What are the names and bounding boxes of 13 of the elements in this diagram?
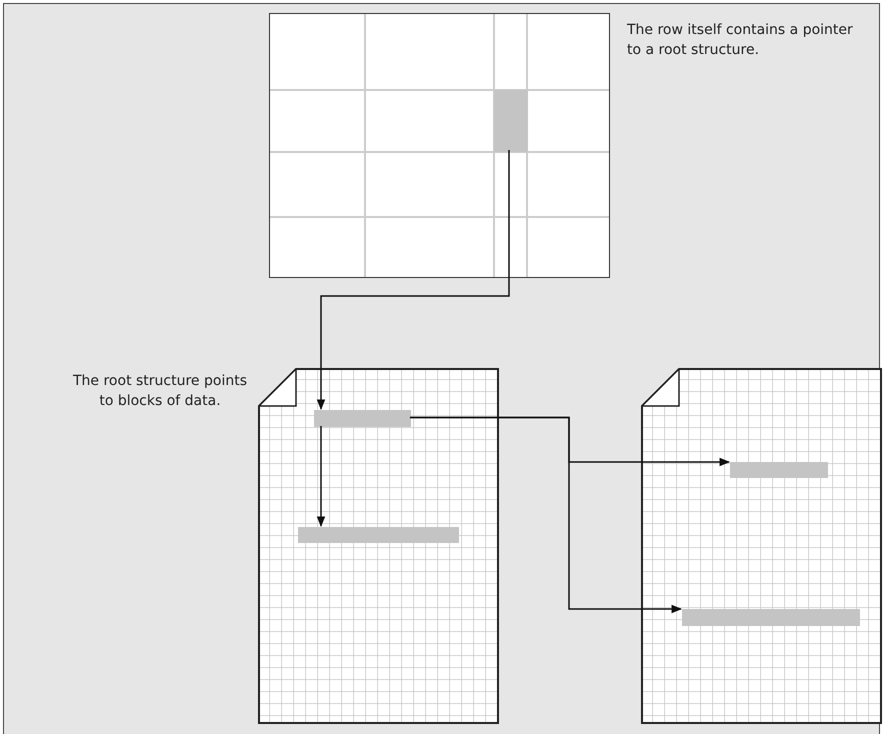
root-structure-bar: [314, 410, 411, 427]
note-text: The root structure points to blocks of data.: [72, 372, 248, 411]
document-page: [258, 368, 499, 724]
data-block: [298, 527, 459, 543]
pointer-field: [494, 90, 528, 152]
arrow: [410, 416, 682, 614]
data-block: [730, 462, 828, 478]
data-block: [682, 609, 860, 626]
arrow: [316, 150, 510, 410]
arrow: [316, 426, 326, 528]
table-grid: [269, 13, 610, 278]
document-page: [641, 368, 882, 724]
note-text: The row itself contains a pointer to a root structure.: [627, 21, 854, 60]
